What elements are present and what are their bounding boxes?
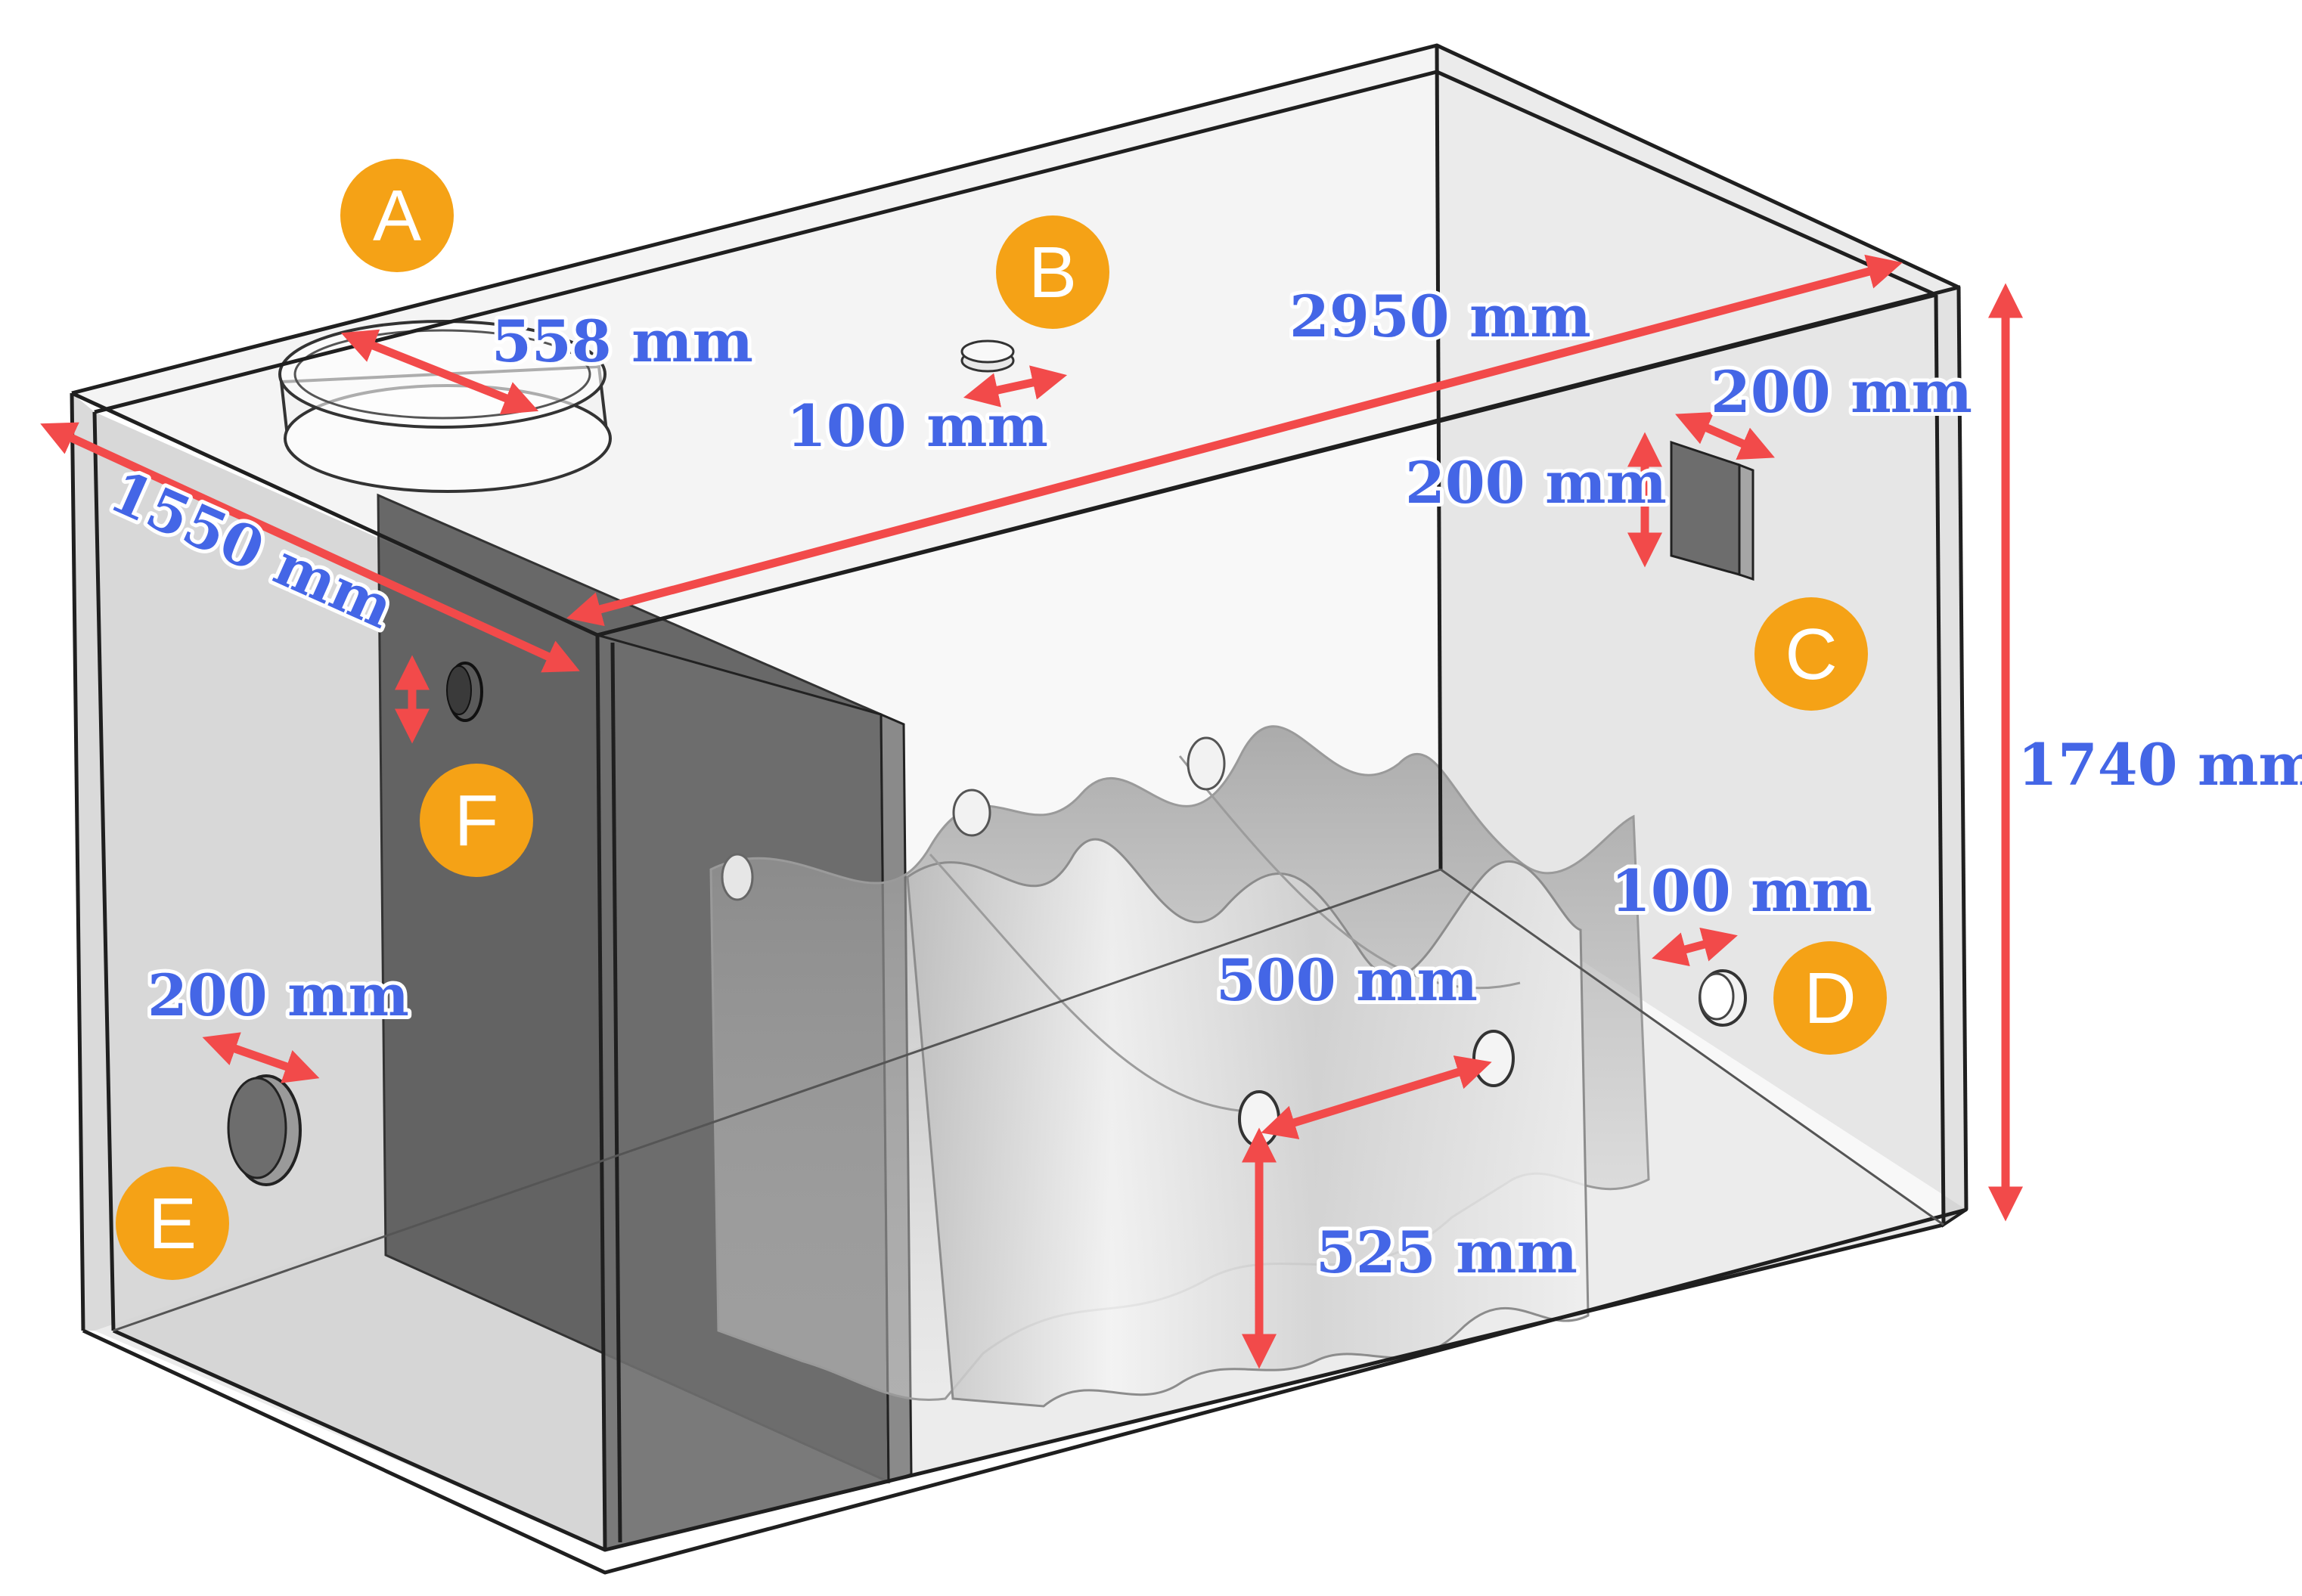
arrow-manhole-diameter [340,329,539,415]
top-port-b [960,339,1015,373]
tank-edge-bottom-inner [112,1223,1944,1552]
vent-opening-frame [1738,463,1754,581]
marker-c-letter: C [1785,614,1837,695]
side-port-d [1699,969,1747,1027]
bellows-ridge-2 [1178,755,1521,990]
vent-opening [1670,440,1741,576]
marker-e-letter: E [148,1183,197,1264]
dimension-arrows [40,254,2024,1369]
marker-d-letter: D [1804,958,1856,1039]
marker-f-letter: F [455,780,499,861]
baffle-port-ring [446,665,472,715]
tank-edge-front-vertical-inner [610,642,622,1543]
marker-d: D [1773,941,1887,1055]
tank-edge-floor-right [1440,868,1944,1226]
arrow-side-port [1652,927,1738,967]
tank-edge-right-outer [1956,287,1968,1210]
marker-f: F [420,764,533,877]
side-port-ring [1699,972,1735,1021]
marker-b-letter: B [1028,232,1077,313]
arrow-tank-length [566,254,1903,627]
tank-edge-right-inner [1934,294,1946,1226]
tank-edge-floor-back [113,868,1441,1332]
arrow-vent-width [1675,411,1775,460]
label-outlet-height: 525 mm [1316,1219,1578,1286]
inlet-ring [227,1077,287,1179]
inlet-e [227,1074,302,1186]
marker-b: B [996,215,1109,329]
marker-e: E [116,1167,229,1280]
bellows-pipe-end [952,789,991,837]
label-manhole-diameter: 558 mm [492,308,753,375]
marker-c: C [1754,597,1868,711]
label-top-port-diameter: 100 mm [786,392,1048,460]
arrow-outlet-spacing [1261,1055,1492,1139]
label-tank-height: 1740 mm [2018,731,2302,798]
label-vent-width: 200 mm [1711,358,1972,426]
label-outlet-spacing: 500 mm [1216,947,1478,1014]
marker-a: A [340,159,454,272]
marker-a-letter: A [373,175,421,256]
bellows-pipe-end [1187,736,1226,791]
outlet-port [1472,1030,1515,1087]
label-inlet-diameter: 200 mm [147,962,409,1029]
tank-edge-front-vertical [595,634,607,1551]
arrow-tank-width [40,422,580,673]
label-side-port-diameter: 100 mm [1611,857,1872,925]
bellows-pipe-end [721,853,754,901]
arrow-inlet [202,1032,320,1083]
dimension-labels: 558 mm 100 mm 2950 mm 1550 mm 1740 mm 20… [97,279,2302,1290]
letter-markers: A B C D E F [116,159,1887,1280]
label-tank-length: 2950 mm [1289,283,1591,350]
bellows-ridge-1 [929,853,1249,1113]
baffle-port-f [446,662,483,722]
internal-bellows [709,725,1650,1408]
label-vent-height: 200 mm [1405,449,1667,516]
top-port-ring [960,339,1015,364]
